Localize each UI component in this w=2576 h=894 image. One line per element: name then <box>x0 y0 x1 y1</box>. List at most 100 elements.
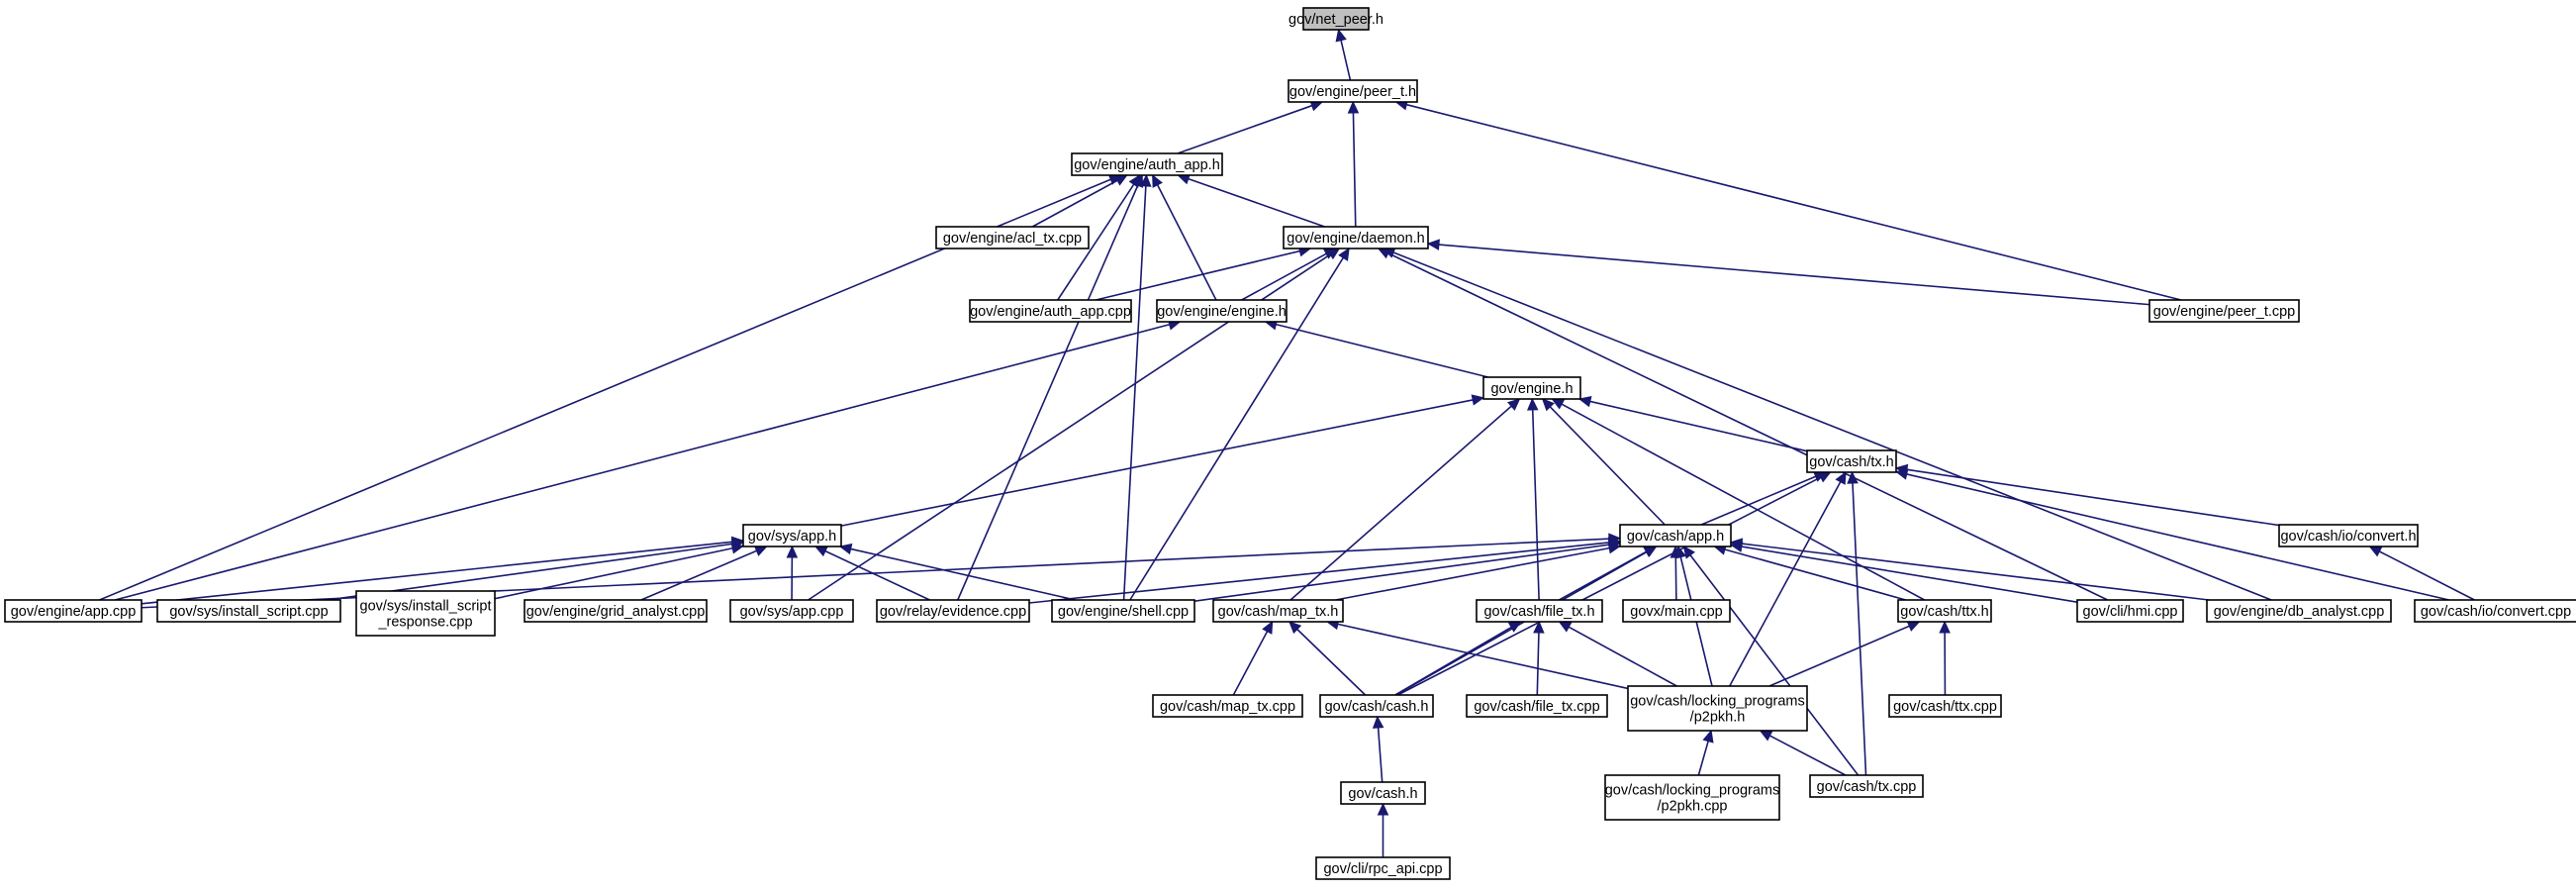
edge-line <box>99 178 1111 601</box>
node-box[interactable] <box>4 599 143 623</box>
node-box[interactable] <box>355 590 496 637</box>
node-engine-engine-h[interactable]: gov/engine/engine.h <box>1156 299 1288 323</box>
node-box[interactable] <box>2148 299 2300 323</box>
node-box[interactable] <box>1156 299 1288 323</box>
edge-arrowhead <box>1835 470 1847 485</box>
edge-line <box>1241 252 1327 301</box>
edge-line <box>850 547 1076 601</box>
node-box[interactable] <box>1315 856 1451 880</box>
node-hmi-cpp[interactable]: gov/cli/hmi.cpp <box>2076 599 2184 623</box>
node-peer-t-cpp[interactable]: gov/engine/peer_t.cpp <box>2148 299 2300 323</box>
node-peer-t-h[interactable]: gov/engine/peer_t.h <box>1288 79 1418 103</box>
node-label: gov/cash/cash.h <box>1325 699 1429 715</box>
node-label: gov/sys/install_script <box>360 599 492 615</box>
node-box[interactable] <box>1482 376 1581 400</box>
node-cash-tx-h[interactable]: gov/cash/tx.h <box>1806 449 1897 473</box>
node-tx-cpp[interactable]: gov/cash/tx.cpp <box>1809 774 1924 798</box>
node-grid-analyst-cpp[interactable]: gov/engine/grid_analyst.cpp <box>524 599 708 623</box>
node-rpc-api-cpp[interactable]: gov/cli/rpc_api.cpp <box>1315 856 1451 880</box>
node-label: gov/cash/tx.h <box>1809 454 1893 470</box>
edge-arrowhead <box>1140 173 1152 187</box>
node-net-peer-h[interactable]: gov/net_peer.h <box>1288 7 1383 31</box>
node-box[interactable] <box>1627 685 1808 732</box>
node-box[interactable] <box>729 599 854 623</box>
node-box[interactable] <box>1212 599 1344 623</box>
node-box[interactable] <box>1809 774 1924 798</box>
node-box[interactable] <box>2206 599 2392 623</box>
node-p2pkh-h[interactable]: gov/cash/locking_programs/p2pkh.h <box>1627 685 1808 732</box>
node-box[interactable] <box>1302 7 1370 31</box>
node-cash-h[interactable]: gov/cash.h <box>1340 781 1426 805</box>
node-engine-app-cpp[interactable]: gov/engine/app.cpp <box>4 599 143 623</box>
edge-engine_app_cpp-to-auth_app_h <box>99 174 1122 601</box>
node-box[interactable] <box>1466 694 1608 718</box>
node-box[interactable] <box>1340 781 1426 805</box>
node-box[interactable] <box>2414 599 2576 623</box>
node-box[interactable] <box>1476 599 1603 623</box>
node-box[interactable] <box>156 599 341 623</box>
node-sys-app-h[interactable]: gov/sys/app.h <box>742 524 842 547</box>
node-govx-main-cpp[interactable]: govx/main.cpp <box>1622 599 1731 623</box>
node-ttx-cpp[interactable]: gov/cash/ttx.cpp <box>1888 694 2002 718</box>
node-box[interactable] <box>1622 599 1731 623</box>
edge-line <box>1296 629 1367 696</box>
node-io-convert-cpp[interactable]: gov/cash/io/convert.cpp <box>2414 599 2576 623</box>
node-box[interactable] <box>1071 152 1223 176</box>
edge-arrowhead <box>1682 546 1695 559</box>
node-box[interactable] <box>935 226 1090 249</box>
node-box[interactable] <box>524 599 708 623</box>
edge-line <box>114 324 1170 601</box>
node-box[interactable] <box>1283 226 1429 249</box>
edge-cash_app_h-to-cash_tx_h <box>1700 471 1828 526</box>
node-map-tx-h[interactable]: gov/cash/map_tx.h <box>1212 599 1344 623</box>
node-p2pkh-cpp[interactable]: gov/cash/locking_programs/p2pkh.cpp <box>1604 774 1780 821</box>
edge-arrowhead <box>1541 398 1555 412</box>
edge-arrowhead <box>1533 620 1545 634</box>
node-auth-app-cpp[interactable]: gov/engine/auth_app.cpp <box>969 299 1132 323</box>
node-evidence-cpp[interactable]: gov/relay/evidence.cpp <box>876 599 1030 623</box>
edge-arrowhead <box>1759 730 1773 742</box>
node-box[interactable] <box>1619 524 1732 547</box>
node-box[interactable] <box>1897 599 1992 623</box>
node-file-tx-cpp[interactable]: gov/cash/file_tx.cpp <box>1466 694 1608 718</box>
node-label: _response.cpp <box>377 615 472 631</box>
node-box[interactable] <box>1806 449 1897 473</box>
node-box[interactable] <box>2076 599 2184 623</box>
node-box[interactable] <box>1604 774 1780 821</box>
node-shell-cpp[interactable]: gov/engine/shell.cpp <box>1051 599 1195 623</box>
edge-line <box>1906 473 2449 601</box>
node-box[interactable] <box>1152 694 1303 718</box>
node-engine-h[interactable]: gov/engine.h <box>1482 376 1581 400</box>
node-label: gov/sys/app.h <box>748 529 836 545</box>
edge-arrowhead <box>1372 715 1384 729</box>
node-label: gov/cli/hmi.cpp <box>2083 604 2178 620</box>
node-map-tx-cpp[interactable]: gov/cash/map_tx.cpp <box>1152 694 1303 718</box>
node-box[interactable] <box>1051 599 1195 623</box>
node-auth-app-h[interactable]: gov/engine/auth_app.h <box>1071 152 1223 176</box>
node-file-tx-h[interactable]: gov/cash/file_tx.h <box>1476 599 1603 623</box>
node-box[interactable] <box>969 299 1132 323</box>
node-box[interactable] <box>2278 524 2419 547</box>
edge-arrowhead <box>838 543 853 555</box>
node-daemon-h[interactable]: gov/engine/daemon.h <box>1283 226 1429 249</box>
node-box[interactable] <box>1888 694 2002 718</box>
node-box[interactable] <box>742 524 842 547</box>
edge-line <box>1741 543 2209 601</box>
edge-file_tx_h-to-engine_h <box>1526 397 1540 601</box>
node-cash-app-h[interactable]: gov/cash/app.h <box>1619 524 1732 547</box>
node-db-analyst-cpp[interactable]: gov/engine/db_analyst.cpp <box>2206 599 2392 623</box>
node-label: gov/cash/ttx.cpp <box>1893 699 1997 715</box>
node-cash-cash-h[interactable]: gov/cash/cash.h <box>1319 694 1434 718</box>
node-install-script-response-cpp[interactable]: gov/sys/install_script_response.cpp <box>355 590 496 637</box>
node-ttx-h[interactable]: gov/cash/ttx.h <box>1897 599 1992 623</box>
node-box[interactable] <box>1288 79 1418 103</box>
node-acl-tx-cpp[interactable]: gov/engine/acl_tx.cpp <box>935 226 1090 249</box>
edge-arrowhead <box>1702 729 1714 744</box>
node-install-script-cpp[interactable]: gov/sys/install_script.cpp <box>156 599 341 623</box>
node-box[interactable] <box>876 599 1030 623</box>
node-box[interactable] <box>1319 694 1434 718</box>
node-sys-app-cpp[interactable]: gov/sys/app.cpp <box>729 599 854 623</box>
edge-line <box>1193 544 1610 602</box>
node-io-convert-h[interactable]: gov/cash/io/convert.h <box>2278 524 2419 547</box>
node-label: gov/sys/install_script.cpp <box>169 604 328 620</box>
